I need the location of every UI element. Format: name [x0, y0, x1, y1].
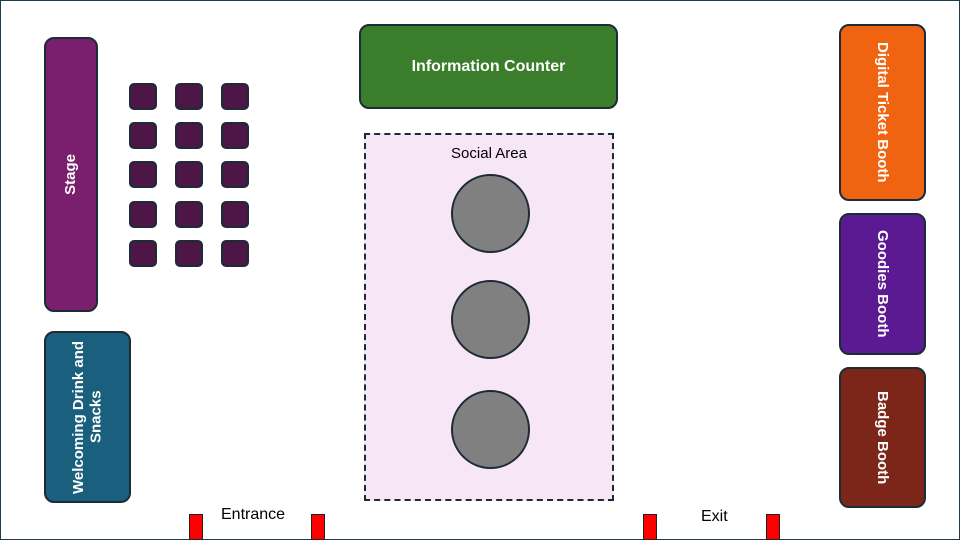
stage-label: Stage — [62, 154, 80, 195]
seat — [175, 201, 203, 228]
exit-door-left — [643, 514, 657, 540]
seat — [175, 161, 203, 188]
round-table — [451, 280, 530, 359]
seat — [129, 122, 157, 149]
digital-ticket-booth: Digital Ticket Booth — [839, 24, 926, 201]
goodies-booth-label: Goodies Booth — [874, 230, 892, 338]
digital-ticket-booth-label: Digital Ticket Booth — [874, 42, 892, 183]
badge-booth-label: Badge Booth — [874, 390, 892, 485]
seat — [129, 240, 157, 267]
goodies-booth: Goodies Booth — [839, 213, 926, 355]
seat — [221, 122, 249, 149]
welcome-drink-label: Welcoming Drink and Snacks — [70, 340, 105, 494]
exit-label: Exit — [701, 508, 728, 525]
entrance-door-left — [189, 514, 203, 540]
seat — [129, 161, 157, 188]
seat — [175, 83, 203, 110]
badge-booth: Badge Booth — [839, 367, 926, 508]
stage-area: Stage — [44, 37, 98, 312]
entrance-door-right — [311, 514, 325, 540]
round-table — [451, 390, 530, 469]
welcome-drink-area: Welcoming Drink and Snacks — [44, 331, 131, 503]
seat — [221, 201, 249, 228]
seat — [175, 240, 203, 267]
round-table — [451, 174, 530, 253]
seat — [129, 201, 157, 228]
seat — [129, 83, 157, 110]
seat — [221, 161, 249, 188]
exit-door-right — [766, 514, 780, 540]
seat — [175, 122, 203, 149]
social-area-label: Social Area — [451, 145, 527, 162]
entrance-label: Entrance — [221, 506, 286, 523]
information-counter: Information Counter — [359, 24, 618, 109]
seat — [221, 240, 249, 267]
information-counter-label: Information Counter — [411, 57, 566, 75]
seat — [221, 83, 249, 110]
